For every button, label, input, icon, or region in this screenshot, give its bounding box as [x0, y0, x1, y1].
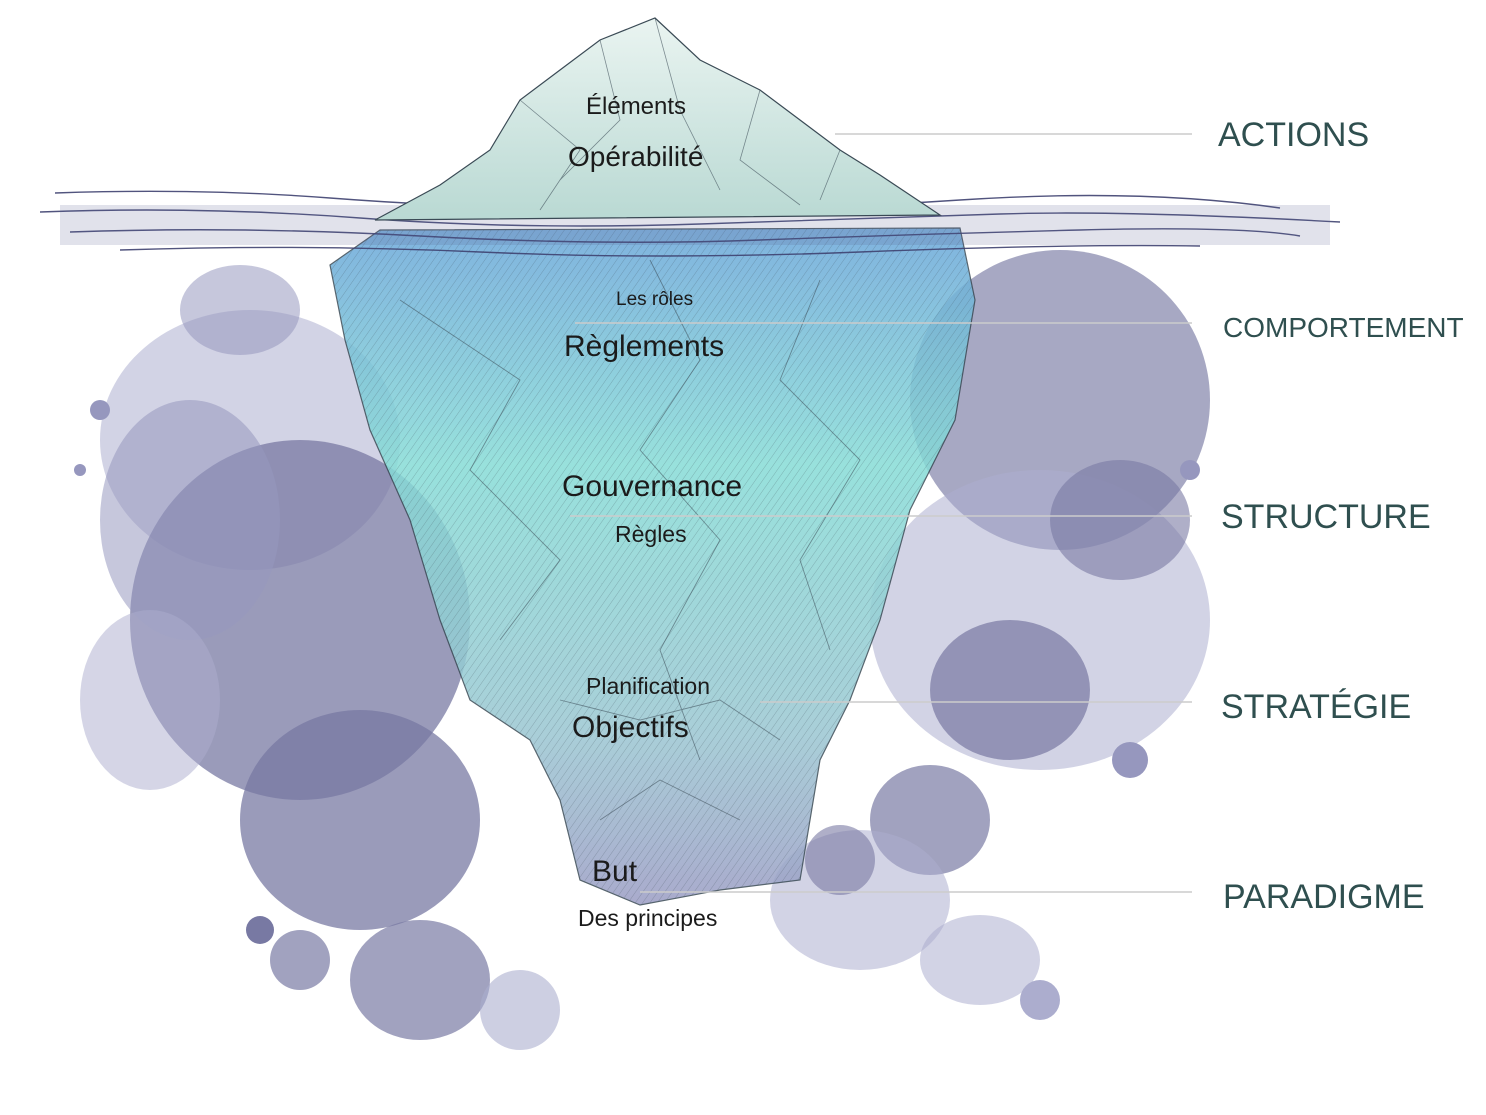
guide-lines	[570, 133, 1192, 893]
label-principes: Des principes	[578, 905, 718, 931]
label-reglements: Règlements	[564, 330, 725, 363]
label-planification: Planification	[586, 673, 711, 699]
level-strategie: STRATÉGIE	[1221, 688, 1412, 726]
label-elements: Éléments	[586, 93, 687, 120]
label-objectifs: Objectifs	[572, 711, 689, 744]
ink-splash-left	[74, 265, 560, 1050]
level-structure: STRUCTURE	[1221, 498, 1431, 536]
label-but: But	[592, 855, 638, 888]
label-gouvernance: Gouvernance	[562, 470, 743, 503]
level-paradigme: PARADIGME	[1223, 878, 1425, 916]
iceberg-tip	[374, 17, 942, 221]
level-comportement: COMPORTEMENT	[1223, 312, 1464, 343]
label-regles: Règles	[615, 521, 687, 547]
label-operabilite: Opérabilité	[568, 141, 704, 172]
level-actions: ACTIONS	[1218, 116, 1370, 154]
ink-splash-right	[770, 250, 1210, 1020]
iceberg-underwater	[329, 227, 976, 906]
label-roles: Les rôles	[616, 289, 694, 310]
